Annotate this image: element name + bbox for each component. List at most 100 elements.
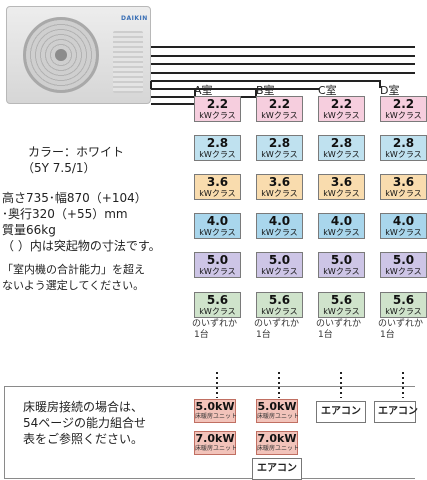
either-one-text-c: のいずれか	[316, 319, 362, 329]
capacity-unit: kWクラス	[323, 228, 360, 237]
capacity-value: 4.0	[330, 214, 353, 228]
capacity-value: 2.8	[206, 136, 229, 150]
one-unit-text-c: 1台	[318, 330, 333, 340]
capacity-value: 4.0	[268, 214, 291, 228]
capacity-value: 5.0	[268, 253, 291, 267]
floor-heating-unit-b-5kw: 5.0kW 床暖房ユニット	[256, 399, 299, 423]
capacity-unit: kWクラス	[199, 307, 236, 316]
fan-hub-icon	[55, 49, 67, 61]
capacity-value: 2.2	[330, 97, 353, 111]
capacity-value: 2.2	[206, 97, 229, 111]
capacity-unit: kWクラス	[385, 267, 422, 276]
capacity-unit: kWクラス	[261, 189, 298, 198]
pipe-to-d	[151, 80, 381, 88]
capacity-value: 2.8	[268, 136, 291, 150]
capacity-value: 5.6	[268, 293, 291, 307]
brand-logo: DAIKIN	[121, 15, 148, 22]
capacity-unit: kWクラス	[261, 307, 298, 316]
capacity-unit: kWクラス	[261, 267, 298, 276]
capacity-value: 2.2	[268, 97, 291, 111]
either-one-text-a: のいずれか	[192, 319, 238, 329]
capacity-value: 4.0	[206, 214, 229, 228]
floor-heating-note-line-3: 表をご参照ください。	[23, 432, 144, 446]
capacity-unit: kWクラス	[261, 228, 298, 237]
capacity-unit: kWクラス	[323, 150, 360, 159]
capacity-unit: kWクラス	[261, 150, 298, 159]
aircon-box-b: エアコン	[252, 458, 302, 480]
floor-heating-note-line-1: 床暖房接続の場合は、	[23, 400, 144, 414]
capacity-value: 5.0	[330, 253, 353, 267]
color-label: カラー：ホワイト	[28, 145, 125, 159]
capacity-value: 3.6	[330, 175, 353, 189]
capacity-unit: kWクラス	[323, 307, 360, 316]
capacity-unit: kWクラス	[199, 228, 236, 237]
side-grille	[113, 31, 143, 93]
color-code: （5Y 7.5/1）	[22, 161, 96, 175]
floor-heating-unit-a-7kw: 7.0kW 床暖房ユニット	[194, 431, 237, 455]
room-label-d: D室	[380, 84, 400, 97]
capacity-value: 3.6	[268, 175, 291, 189]
floor-heating-panel: 床暖房接続の場合は、 54ページの能力組合せ 表をご参照ください。 5.0kW …	[4, 386, 418, 480]
capacity-value: 5.6	[206, 293, 229, 307]
capacity-value: 5.6	[330, 293, 353, 307]
capacity-unit: kWクラス	[261, 111, 298, 120]
one-unit-text-b: 1台	[256, 330, 271, 340]
capacity-unit: kWクラス	[199, 111, 236, 120]
selection-note-line-2: ないよう選定してください。	[2, 279, 145, 292]
pipe-to-c	[151, 88, 319, 90]
one-unit-text-a: 1台	[194, 330, 209, 340]
capacity-value: 3.6	[392, 175, 415, 189]
floor-heating-unit-b-7kw: 7.0kW 床暖房ユニット	[256, 431, 299, 455]
capacity-unit: kWクラス	[323, 189, 360, 198]
capacity-value: 5.0	[392, 253, 415, 267]
capacity-value: 2.2	[392, 97, 415, 111]
floor-heating-unit-a-5kw: 5.0kW 床暖房ユニット	[194, 399, 237, 423]
outdoor-unit-image: DAIKIN	[6, 6, 151, 104]
capacity-unit: kWクラス	[385, 307, 422, 316]
capacity-value: 2.8	[330, 136, 353, 150]
capacity-unit: kWクラス	[385, 150, 422, 159]
selection-note-line-1: 「室内機の合計能力」を超え	[2, 263, 145, 276]
dimensions-line-1: 高さ735･幅870（+104）	[2, 191, 147, 205]
room-label-a: A室	[194, 84, 213, 97]
weight: 質量66kg	[2, 223, 56, 237]
capacity-unit: kWクラス	[323, 111, 360, 120]
either-one-text-b: のいずれか	[254, 319, 300, 329]
floor-heating-note-line-2: 54ページの能力組合せ	[23, 416, 147, 430]
one-unit-text-d: 1台	[380, 330, 395, 340]
capacity-unit: kWクラス	[323, 267, 360, 276]
capacity-unit: kWクラス	[199, 189, 236, 198]
dimensions-line-2: ･奥行320（+55）mm	[2, 207, 128, 221]
capacity-unit: kWクラス	[385, 228, 422, 237]
capacity-unit: kWクラス	[199, 267, 236, 276]
capacity-unit: kWクラス	[199, 150, 236, 159]
protrusion-note: （ ）内は突起物の寸法です。	[2, 239, 161, 253]
room-label-c: C室	[318, 84, 337, 97]
capacity-value: 5.6	[392, 293, 415, 307]
capacity-value: 3.6	[206, 175, 229, 189]
capacity-unit: kWクラス	[385, 189, 422, 198]
